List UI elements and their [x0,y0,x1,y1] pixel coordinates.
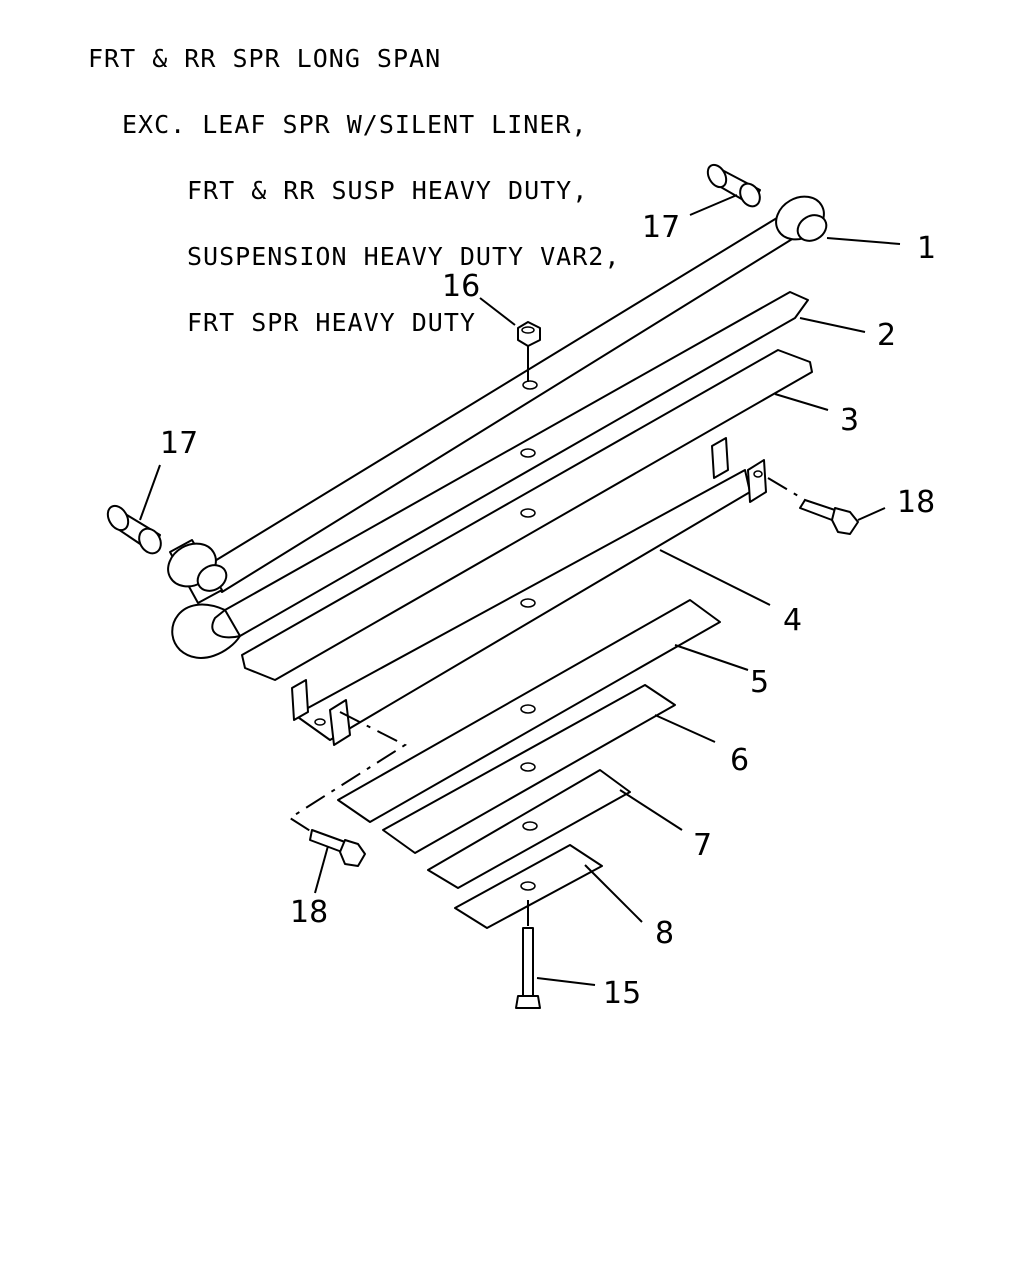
part-3-leaf[interactable] [241,349,813,681]
callout-18-left: 18 [290,895,328,930]
part-6-leaf[interactable] [382,684,676,854]
callout-1: 1 [917,231,936,266]
part-8-leaf[interactable] [454,844,603,929]
part-5-leaf[interactable] [337,599,721,823]
callout-8: 8 [655,916,674,951]
part-17-bushing-top[interactable] [704,162,764,210]
part-17-bushing-left[interactable] [104,502,165,557]
callout-6: 6 [730,743,749,778]
callout-17-left: 17 [160,426,198,461]
callout-3: 3 [840,403,859,438]
part-15-center-bolt[interactable] [515,900,541,1009]
callout-2: 2 [877,318,896,353]
callout-7: 7 [693,828,712,863]
callout-15: 15 [603,976,641,1011]
leader-lines [139,194,901,986]
callout-17-top: 17 [642,210,680,245]
callout-4: 4 [783,603,802,638]
header-line-1: FRT & RR SPR LONG SPAN [88,44,442,73]
header-line-3: FRT & RR SUSP HEAVY DUTY, [187,176,589,205]
part-18-bolt-right[interactable] [767,477,859,535]
callout-16: 16 [442,269,480,304]
part-1-main-leaf[interactable] [160,188,831,604]
callout-5: 5 [750,665,769,700]
callout-18-right: 18 [897,485,935,520]
header-line-4: SUSPENSION HEAVY DUTY VAR2, [187,242,621,271]
diagram-header: FRT & RR SPR LONG SPAN EXC. LEAF SPR W/S… [88,4,620,356]
header-line-2: EXC. LEAF SPR W/SILENT LINER, [122,110,588,139]
header-line-5: FRT SPR HEAVY DUTY [187,308,476,337]
part-18-bolt-left[interactable] [288,711,408,867]
part-2-wrapper-leaf[interactable] [171,291,809,659]
part-7-leaf[interactable] [427,769,631,889]
part-4-liner-plate[interactable] [291,437,767,746]
part-16-nut[interactable] [517,321,541,382]
